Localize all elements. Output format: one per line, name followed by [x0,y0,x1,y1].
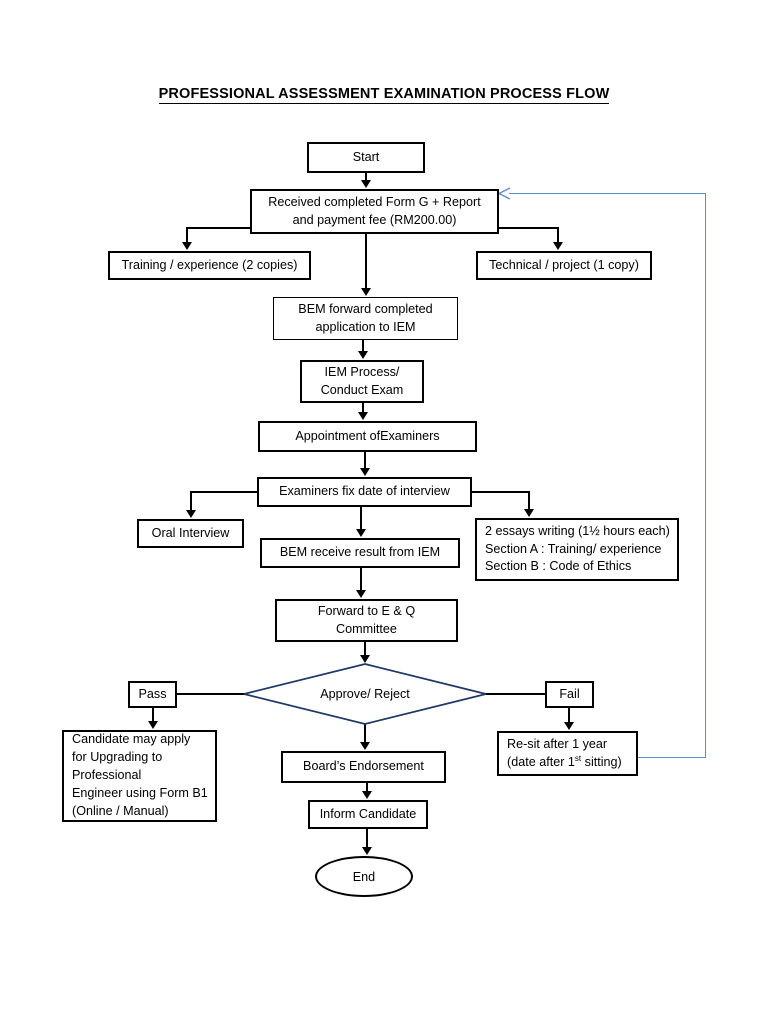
edge-forward-eq-to-decision [364,642,366,656]
arrowhead-endorsement-to-inform [362,791,372,799]
node-resit-label-line1: Re-sit after 1 year [507,736,608,751]
node-pass-label: Pass [138,686,167,701]
node-forward-eq-committee[interactable]: Forward to E & Q Committee [275,599,458,642]
arrowhead-received-to-bem-forward [361,288,371,296]
edge-received-to-bem-forward [365,234,367,289]
feedback-edge-top [509,193,706,195]
page-title: PROFESSIONAL ASSESSMENT EXAMINATION PROC… [0,86,768,104]
arrowhead-received-to-technical [553,242,563,250]
node-forward-eq-committee-label: Forward to E & Q Committee [317,603,416,636]
diamond-shape [243,663,487,725]
node-oral-interview-label: Oral Interview [151,525,230,540]
arrowhead-forward-eq-to-decision [360,655,370,663]
edge-bem-forward-to-iem [362,340,364,352]
edge-start-to-received [365,173,367,182]
node-bem-forward[interactable]: BEM forward completed application to IEM [273,297,458,340]
arrowhead-bem-forward-to-iem [358,351,368,359]
edge-fixdate-to-bem-receive [360,507,362,530]
node-board-endorsement-label: Board’s Endorsement [303,759,424,774]
arrowhead-fail-to-resit [564,722,574,730]
edge-fixdate-left-horizontal [190,491,258,493]
node-essays-writing-label: 2 essays writing (1½ hours each) Section… [485,523,670,574]
node-pass[interactable]: Pass [128,681,177,708]
edge-fixdate-right-vertical [528,491,530,511]
edge-received-right-horizontal [497,227,558,229]
feedback-edge-bottom [637,757,706,759]
edge-fail-to-resit [568,708,570,723]
node-bem-forward-label: BEM forward completed application to IEM [298,301,433,334]
node-iem-process[interactable]: IEM Process/ Conduct Exam [300,360,424,403]
edge-decision-to-fail [485,693,546,695]
node-training-experience-label: Training / experience (2 copies) [121,257,298,272]
node-inform-candidate-label: Inform Candidate [319,806,417,821]
node-end[interactable]: End [315,856,413,897]
arrowhead-received-to-training [182,242,192,250]
page-title-text: PROFESSIONAL ASSESSMENT EXAMINATION PROC… [158,86,610,104]
edge-bem-receive-to-forward-eq [360,568,362,591]
node-bem-receive-result[interactable]: BEM receive result from IEM [260,538,460,568]
feedback-edge-right-vertical [705,193,707,758]
node-received-form-label: Received completed Form G + Report and p… [268,194,481,227]
arrowhead-inform-to-end [362,847,372,855]
node-bem-receive-result-label: BEM receive result from IEM [279,545,441,560]
edge-decision-to-pass [177,693,245,695]
node-resit[interactable]: Re-sit after 1 year (date after 1st sitt… [497,731,638,776]
node-fail[interactable]: Fail [545,681,594,708]
edge-fixdate-right-horizontal [471,491,529,493]
node-candidate-upgrade[interactable]: Candidate may apply for Upgrading to Pro… [62,730,217,822]
arrowhead-decision-to-endorsement [360,742,370,750]
arrowhead-bem-receive-to-forward-eq [356,590,366,598]
node-start-label: Start [352,149,380,164]
arrowhead-start-to-received [361,180,371,188]
node-fix-date-interview[interactable]: Examiners fix date of interview [257,477,472,507]
arrowhead-pass-to-candidate [148,721,158,729]
node-technical-project[interactable]: Technical / project (1 copy) [476,251,652,280]
edge-appointment-to-fixdate [364,452,366,469]
arrowhead-feedback-to-received [498,186,514,201]
node-start[interactable]: Start [307,142,425,173]
arrowhead-appointment-to-fixdate [360,468,370,476]
node-iem-process-label: IEM Process/ Conduct Exam [320,364,404,397]
node-technical-project-label: Technical / project (1 copy) [489,257,639,272]
node-board-endorsement[interactable]: Board’s Endorsement [281,751,446,783]
node-essays-writing[interactable]: 2 essays writing (1½ hours each) Section… [475,518,679,581]
node-candidate-upgrade-label: Candidate may apply for Upgrading to Pro… [72,732,208,818]
node-appointment-examiners-label: Appointment ofExaminers [295,428,440,443]
edge-pass-to-candidate [152,708,154,723]
node-fail-label: Fail [559,686,580,701]
edge-received-right-vertical [557,227,559,244]
edge-iem-to-appointment [362,403,364,413]
arrowhead-iem-to-appointment [358,412,368,420]
edge-inform-to-end [366,829,368,848]
arrowhead-fixdate-to-oral [186,510,196,518]
node-appointment-examiners[interactable]: Appointment ofExaminers [258,421,477,452]
edge-decision-to-endorsement [364,724,366,743]
node-approve-reject-label: Approve/ Reject [320,687,410,701]
arrowhead-fixdate-to-essays [524,509,534,517]
node-oral-interview[interactable]: Oral Interview [137,519,244,548]
edge-received-left-vertical [186,227,188,244]
node-inform-candidate[interactable]: Inform Candidate [308,800,428,829]
node-resit-label-line2: (date after 1st sitting) [507,753,622,769]
node-training-experience[interactable]: Training / experience (2 copies) [108,251,311,280]
node-received-form[interactable]: Received completed Form G + Report and p… [250,189,499,234]
node-approve-reject-decision[interactable]: Approve/ Reject [243,663,487,725]
node-fix-date-interview-label: Examiners fix date of interview [279,484,450,499]
edge-fixdate-left-vertical [190,491,192,512]
node-end-label: End [352,869,376,884]
edge-received-left-horizontal [186,227,252,229]
edge-endorsement-to-inform [366,783,368,792]
arrowhead-fixdate-to-bem-receive [356,529,366,537]
